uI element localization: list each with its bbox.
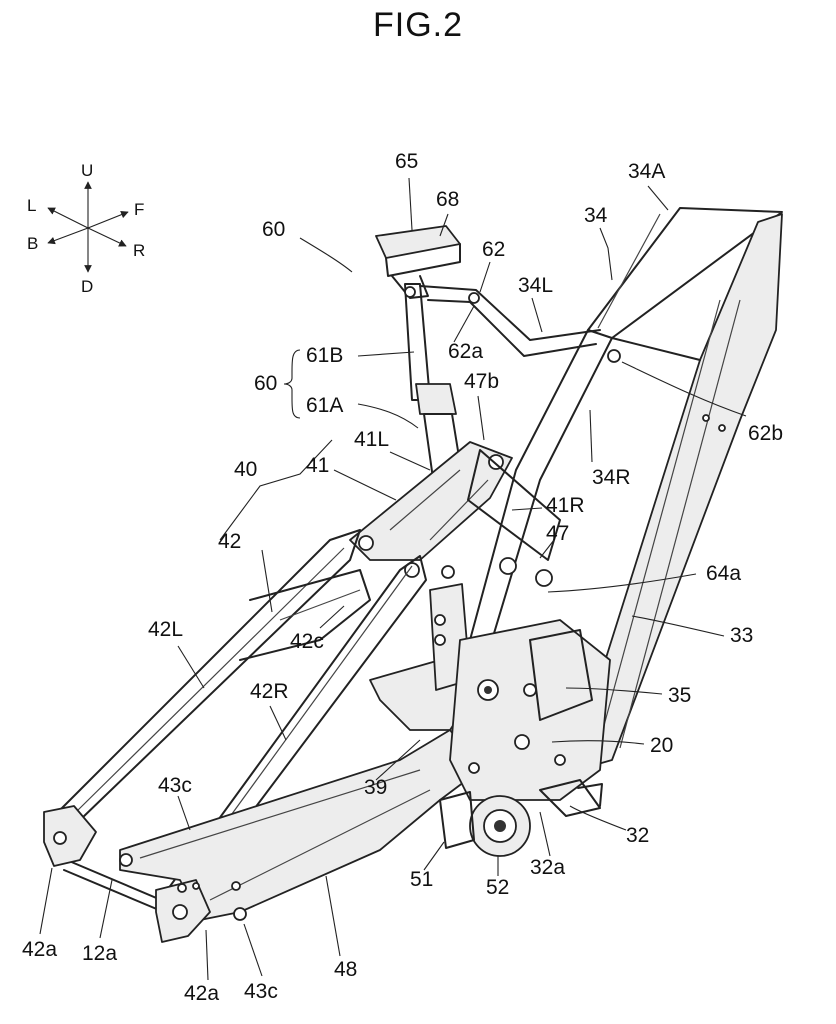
rocker-link-body [349, 441, 513, 561]
direction-down-label: D [81, 277, 93, 296]
label-62b: 62b [748, 422, 783, 445]
cable-guide-62 [419, 285, 601, 341]
right-arrow-icon [87, 227, 127, 247]
direction-indicator: U D L F B R [27, 161, 145, 296]
label-20: 20 [650, 734, 673, 757]
label-40: 40 [234, 458, 257, 481]
label-43c-left: 43c [158, 774, 192, 797]
label-52: 52 [486, 876, 509, 899]
direction-up-label: U [81, 161, 93, 180]
reference-labels: 65 68 34A 34 60 62 34L 61B 62a 60 47b 61… [22, 150, 783, 1005]
label-62: 62 [482, 238, 505, 261]
drive-unit [439, 619, 611, 857]
label-60-brace: 60 [254, 372, 277, 395]
label-42L: 42L [148, 618, 183, 641]
seat-post-collar [415, 383, 457, 415]
label-42R: 42R [250, 680, 289, 703]
label-61A: 61A [306, 394, 343, 417]
label-42a-left: 42a [22, 938, 57, 961]
mount-32 [539, 779, 601, 817]
label-41: 41 [306, 454, 329, 477]
shock-upper-body [467, 449, 561, 561]
label-43c-bottom: 43c [244, 980, 278, 1003]
label-61B: 61B [306, 344, 343, 367]
seat-stay-left [59, 529, 361, 821]
swing-arm-body [119, 729, 481, 921]
label-33: 33 [730, 624, 753, 647]
direction-left-label: L [27, 196, 36, 215]
saddle-clamp [375, 225, 461, 259]
label-48: 48 [334, 958, 357, 981]
bracket-35 [529, 629, 593, 721]
brace-60 [283, 349, 301, 419]
left-dropout [43, 805, 97, 867]
chainring-51 [439, 791, 475, 849]
label-62a: 62a [448, 340, 483, 363]
label-65: 65 [395, 150, 418, 173]
seat-post-upper [404, 283, 431, 401]
front-arrow-icon [87, 210, 129, 229]
direction-back-label: B [27, 234, 38, 253]
brace-40 [219, 439, 333, 541]
label-41L: 41L [354, 428, 389, 451]
label-34: 34 [584, 204, 608, 227]
label-42: 42 [218, 530, 241, 553]
label-42c: 42c [290, 630, 324, 653]
seat-stay-bridge [239, 569, 371, 661]
rear-axle-area [43, 805, 211, 943]
direction-right-label: R [133, 241, 145, 260]
label-39: 39 [364, 776, 387, 799]
label-32: 32 [626, 824, 649, 847]
label-60-top: 60 [262, 218, 285, 241]
label-12a: 12a [82, 942, 117, 965]
pivot-43c-bottom [233, 907, 247, 921]
label-47b: 47b [464, 370, 499, 393]
label-68: 68 [436, 188, 459, 211]
label-64a: 64a [706, 562, 741, 585]
label-41R: 41R [546, 494, 585, 517]
leader-lines [39, 177, 747, 981]
label-34R: 34R [592, 466, 631, 489]
label-47: 47 [546, 522, 569, 545]
label-42a-bottom: 42a [184, 982, 219, 1005]
label-34A: 34A [628, 160, 665, 183]
label-51: 51 [410, 868, 433, 891]
drive-unit-housing [449, 619, 611, 801]
rocker-link [349, 441, 517, 579]
label-35: 35 [668, 684, 691, 707]
seat-post-assembly [375, 225, 601, 501]
label-34L: 34L [518, 274, 553, 297]
pivot-62a [468, 292, 480, 304]
down-tube [569, 213, 783, 773]
pivot-62b [607, 349, 621, 363]
direction-front-label: F [134, 200, 144, 219]
figure-title: FIG.2 [372, 6, 464, 44]
label-32a: 32a [530, 856, 565, 879]
left-arrow-icon [47, 207, 89, 229]
back-arrow-icon [47, 227, 89, 245]
